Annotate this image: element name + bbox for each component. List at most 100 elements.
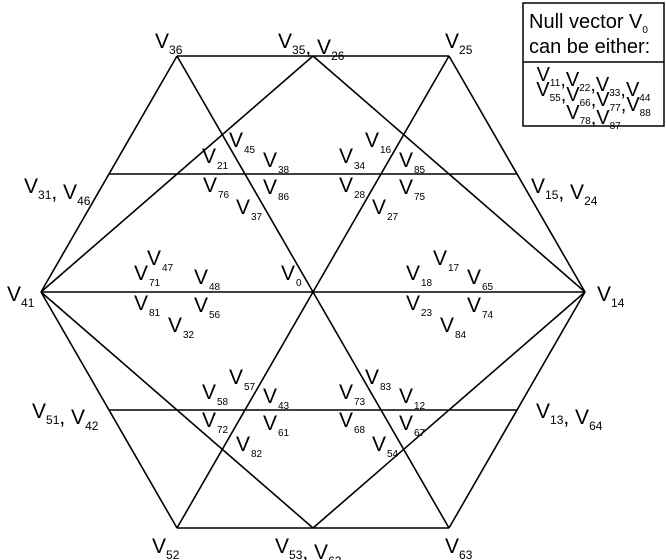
legend-item-main: V: [566, 84, 580, 106]
state-label: V: [203, 174, 217, 197]
state-label-subscript: 32: [183, 330, 195, 341]
legend-title-line1: Null vector V0: [529, 11, 648, 36]
legend-item-main: V: [626, 94, 640, 116]
state-label-subscript: 21: [217, 161, 229, 172]
state-label-subscript: 47: [162, 263, 174, 274]
label-subscript: 26: [331, 49, 345, 63]
legend-item-subscript: 11: [550, 78, 561, 89]
state-label-subscript: 23: [421, 308, 433, 319]
label-main: V: [570, 181, 584, 204]
vertex-label: V15, V24: [531, 175, 598, 208]
state-label: V: [365, 129, 379, 152]
label-main: V: [317, 36, 331, 59]
state-label: V: [147, 247, 161, 270]
state-label-subscript: 75: [414, 192, 426, 203]
state-label-subscript: 86: [278, 192, 290, 203]
state-label: V: [339, 409, 353, 432]
label-subscript: 64: [589, 419, 603, 433]
label-main: V: [278, 30, 292, 53]
state-label-subscript: 85: [414, 165, 426, 176]
label-main: V: [597, 283, 611, 306]
legend-separator: ,: [591, 107, 597, 129]
label-subscript: 31: [38, 188, 52, 202]
state-label-subscript: 68: [354, 425, 366, 436]
grid-edge-9: [448, 291, 586, 529]
legend-frame: [522, 2, 665, 127]
state-label-subscript: 61: [278, 428, 290, 439]
legend-item-main: V: [566, 69, 580, 91]
label-separator: ,: [558, 181, 570, 204]
label-separator: ,: [59, 406, 71, 429]
state-label-subscript: 72: [217, 425, 229, 436]
state-label-subscript: 71: [149, 278, 161, 289]
state-label: V: [440, 314, 454, 337]
state-label: V: [399, 385, 413, 408]
legend-item-subscript: 88: [640, 108, 652, 119]
state-label: V: [229, 129, 243, 152]
label-subscript: 15: [545, 188, 559, 202]
legend-item-main: V: [596, 89, 610, 111]
legend-item-subscript: 87: [610, 121, 622, 132]
grid-edge-14: [312, 291, 586, 529]
label-subscript: 52: [166, 548, 180, 560]
state-label-subscript: 83: [380, 382, 392, 393]
state-label: V: [467, 294, 481, 317]
vertex-label: V51, V42: [32, 400, 99, 433]
legend-row-3: V78,V87: [566, 102, 621, 132]
label-subscript: 62: [328, 554, 342, 560]
vertex-label: V25: [445, 30, 473, 57]
legend-item-main: V: [596, 107, 610, 129]
vertex-label: V52: [152, 535, 180, 560]
state-label-subscript: 57: [244, 382, 256, 393]
label-separator: ,: [305, 36, 317, 59]
state-label-subscript: 81: [149, 308, 161, 319]
state-label-subscript: 65: [482, 282, 494, 293]
state-label: V: [372, 196, 386, 219]
vertex-label: V41: [7, 283, 35, 310]
label-main: V: [63, 181, 77, 204]
state-label-subscript: 34: [354, 161, 366, 172]
grid-edge-13: [40, 55, 314, 293]
legend-item-subscript: 22: [579, 83, 591, 94]
state-label-subscript: 56: [209, 310, 221, 321]
legend-separator: ,: [560, 69, 566, 91]
state-label-subscript: 76: [218, 190, 230, 201]
state-label-subscript: 37: [251, 212, 263, 223]
label-subscript: 25: [459, 43, 473, 57]
state-label: V: [134, 262, 148, 285]
legend-item-subscript: 33: [609, 88, 621, 99]
state-label-subscript: 27: [387, 212, 399, 223]
state-label: V: [339, 145, 353, 168]
vertex-label: V36: [155, 30, 183, 57]
state-label: V: [202, 381, 216, 404]
state-label: V: [263, 385, 277, 408]
legend-row-1: V11,V22,V33,V44: [537, 64, 651, 104]
label-subscript: 41: [21, 296, 35, 310]
state-label: V: [339, 381, 353, 404]
label-main: V: [275, 535, 289, 558]
grid-edge-7: [40, 291, 178, 529]
legend-separator: ,: [590, 74, 596, 96]
state-label: V: [134, 292, 148, 315]
grid-edge-8: [448, 55, 586, 293]
state-label: V: [236, 433, 250, 456]
state-label: V: [406, 262, 420, 285]
state-label: V: [263, 176, 277, 199]
state-label: V: [399, 412, 413, 435]
label-main: V: [536, 400, 550, 423]
state-label: V: [229, 366, 243, 389]
state-label-subscript: 16: [380, 145, 392, 156]
legend-title-subscript: 0: [642, 25, 648, 36]
state-label: V: [194, 294, 208, 317]
legend-item-main: V: [596, 74, 610, 96]
legend-title-line2: can be either:: [529, 36, 650, 58]
vertex-label: V31, V46: [24, 175, 91, 208]
legend-item-main: V: [626, 79, 640, 101]
label-main: V: [575, 406, 589, 429]
state-label: V: [399, 176, 413, 199]
label-subscript: 24: [584, 194, 598, 208]
legend-item-main: V: [537, 64, 551, 86]
state-label: V: [281, 262, 295, 285]
